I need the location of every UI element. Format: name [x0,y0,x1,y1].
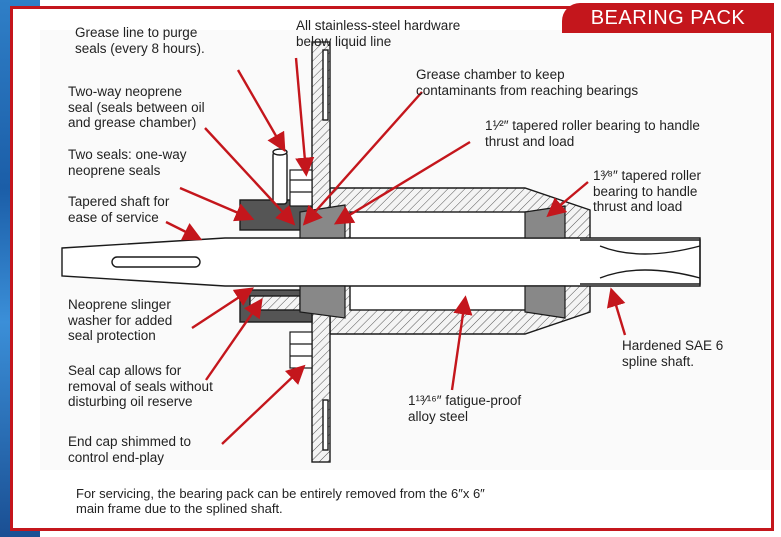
label-grease-line: Grease line to purge seals (every 8 hour… [75,25,205,56]
arrow-slinger [191,287,255,330]
label-end-cap: End cap shimmed to control end-play [68,434,192,465]
arrow-hardware [294,57,315,177]
arrow-seal-cap [205,298,263,381]
page-title: BEARING PACK [590,7,746,29]
label-bearing-1-5: 1¹⁄²″ tapered roller bearing to handle t… [485,118,700,149]
label-seal-cap: Seal cap allows for removal of seals wit… [68,363,213,409]
arrow-bearing-left [333,140,471,225]
arrow-bearing-right [546,181,589,218]
label-grease-chamber: Grease chamber to keep contaminants from… [416,67,639,98]
label-hardware: All stainless-steel hardware below liqui… [296,18,461,49]
title-badge: BEARING PACK [562,3,774,33]
label-two-way-seal: Two-way neoprene seal (seals between oil… [68,84,205,130]
label-slinger: Neoprene slinger washer for added seal p… [68,297,173,343]
arrow-grease-line [236,69,286,153]
grease-line-pipe [272,148,288,205]
arrow-tapered-shaft [165,220,203,241]
label-two-seals: Two seals: one-way neoprene seals [68,147,187,178]
caption-text: For servicing, the bearing pack can be e… [76,486,485,516]
label-spline-shaft: Hardened SAE 6 spline shaft. [622,338,724,369]
label-tapered-shaft: Tapered shaft for ease of service [68,194,170,225]
arrow-end-cap [221,364,306,445]
label-alloy-steel: 1¹³⁄¹⁶″ fatigue-proof alloy steel [408,393,522,424]
callout-arrows [165,57,627,445]
arrow-two-seals [179,186,255,222]
caption-area [13,470,771,528]
arrow-grease-chamber [302,91,423,226]
arrow-spline-shaft [606,287,627,336]
arrow-two-way-seal [204,127,296,226]
shaft [61,237,701,287]
arrow-alloy-steel [450,295,473,391]
label-bearing-1-375: 1³⁄⁸″ tapered roller bearing to handle t… [593,168,702,214]
